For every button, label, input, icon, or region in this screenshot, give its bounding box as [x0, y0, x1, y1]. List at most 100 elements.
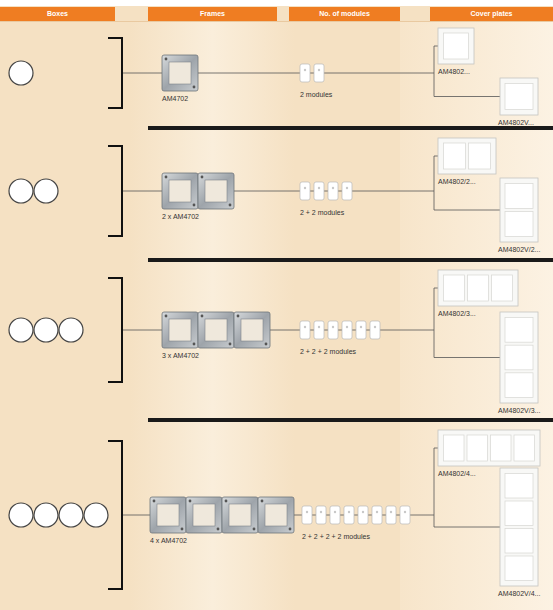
header-tab: Cover plates: [430, 7, 553, 21]
mounting-frame: [198, 312, 234, 348]
module: [300, 321, 310, 339]
frame-opening: [205, 319, 227, 341]
plate-opening: [505, 84, 533, 110]
header-text: Frames: [200, 10, 225, 17]
frame-screw: [217, 528, 220, 531]
flush-box-inner: [62, 321, 81, 340]
frame-screw: [189, 500, 192, 503]
connector-line: [434, 96, 500, 97]
frame-screw: [253, 528, 256, 531]
connector-line: [434, 46, 438, 47]
bracket: [108, 441, 122, 589]
frame-screw: [153, 500, 156, 503]
plate-opening: [444, 33, 469, 59]
part-label: AM4702: [162, 94, 188, 103]
module-dot: [332, 187, 334, 189]
module-dot: [346, 187, 348, 189]
flush-box-inner: [12, 182, 31, 201]
plate-opening: [444, 143, 466, 169]
plate-opening: [444, 275, 465, 301]
plate-opening: [505, 501, 533, 526]
flush-box: [34, 179, 58, 203]
part-label: 2 + 2 + 2 modules: [300, 347, 356, 356]
module-dot: [374, 326, 376, 328]
bracket: [108, 38, 122, 108]
module-dot: [362, 511, 364, 513]
module-dot: [332, 326, 334, 328]
cover-plate: [438, 270, 518, 306]
connector-line: [434, 288, 438, 289]
mounting-frame: [258, 497, 294, 533]
module: [370, 321, 380, 339]
cover-plate-vertical: [500, 178, 538, 242]
module: [314, 321, 324, 339]
plate-opening: [505, 529, 533, 554]
connector-line: [434, 357, 500, 358]
header-tab: Frames: [148, 7, 277, 21]
module: [342, 182, 352, 200]
flush-box-inner: [12, 506, 31, 525]
module-dot: [320, 511, 322, 513]
frame-screw: [193, 343, 196, 346]
part-label: 2 + 2 + 2 + 2 modules: [302, 532, 370, 541]
mounting-frame: [234, 312, 270, 348]
connector-line: [434, 46, 435, 97]
cover-plate-vertical: [500, 468, 538, 586]
frame-opening: [169, 62, 191, 84]
plate-opening: [469, 143, 491, 169]
module-dot: [348, 511, 350, 513]
part-label: AM4802/3...: [438, 309, 476, 318]
flush-box-inner: [37, 321, 56, 340]
mounting-frame: [186, 497, 222, 533]
flush-box: [59, 503, 83, 527]
cover-plate: [438, 430, 540, 466]
module: [300, 64, 310, 82]
header-text: Boxes: [47, 10, 68, 17]
plate-opening: [444, 435, 465, 461]
module-dot: [304, 187, 306, 189]
part-label: 3 x AM4702: [162, 351, 199, 360]
frame-screw: [229, 343, 232, 346]
frame-screw: [229, 204, 232, 207]
flush-box-inner: [62, 506, 81, 525]
mounting-frame: [162, 55, 198, 91]
module: [358, 506, 368, 524]
frame-screw: [225, 500, 228, 503]
flush-box: [34, 503, 58, 527]
frame-opening: [265, 504, 287, 526]
row-divider: [148, 258, 553, 262]
part-label: 2 modules: [300, 90, 332, 99]
connector-line: [434, 156, 438, 157]
frame-screw: [265, 343, 268, 346]
bracket: [108, 146, 122, 236]
frame-screw: [193, 86, 196, 89]
cover-plate-vertical: [500, 312, 538, 403]
part-label: AM4802...: [438, 67, 470, 76]
frame-screw: [165, 176, 168, 179]
header-rule: [0, 21, 553, 22]
module: [328, 321, 338, 339]
flush-box-inner: [12, 321, 31, 340]
module: [356, 321, 366, 339]
module-dot: [306, 511, 308, 513]
frame-screw: [289, 528, 292, 531]
module-dot: [360, 326, 362, 328]
mounting-frame: [162, 312, 198, 348]
plate-opening: [505, 474, 533, 499]
column-band: [130, 22, 295, 610]
bracket: [108, 278, 122, 382]
plate-opening: [505, 345, 533, 370]
frame-screw: [165, 315, 168, 318]
frame-screw: [201, 315, 204, 318]
plate-opening: [514, 435, 535, 461]
frame-opening: [229, 504, 251, 526]
plate-opening: [505, 184, 533, 209]
top-strip: [0, 0, 553, 6]
module-dot: [376, 511, 378, 513]
flush-box: [9, 61, 33, 85]
header-text: No. of modules: [319, 10, 370, 17]
mounting-frame: [198, 173, 234, 209]
flush-box: [34, 318, 58, 342]
plate-opening: [505, 318, 533, 343]
row-divider: [148, 126, 553, 130]
